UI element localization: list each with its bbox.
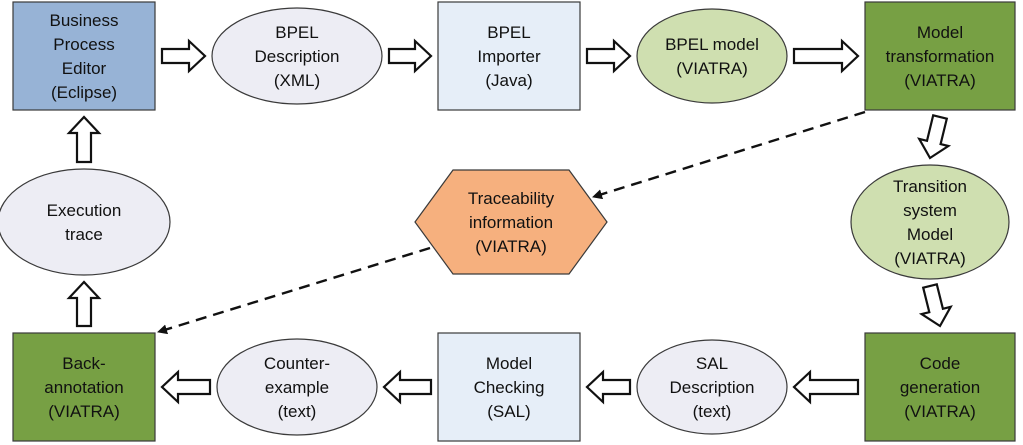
model-transformation-label-line: (VIATRA)	[904, 71, 975, 90]
node-code-generation: Code generation (VIATRA)	[864, 332, 1016, 442]
flow-arrow-model-checking-to-counter-example	[382, 369, 433, 405]
business-process-editor-box	[12, 1, 156, 111]
business-process-editor-label-line: Business	[50, 11, 119, 30]
transition-system-model-label-line: Transition	[893, 177, 967, 196]
bpel-model-label-line: BPEL model	[665, 35, 759, 54]
flow-arrow-transition-system-model-to-code-generation	[918, 282, 953, 328]
transition-system-model-label-line: (VIATRA)	[894, 249, 965, 268]
bpel-description-label-line: Description	[254, 47, 339, 66]
flow-arrow-sal-description-to-model-checking	[585, 369, 632, 405]
back-annotation-label-line: (VIATRA)	[48, 402, 119, 421]
model-transformation-label-line: transformation	[886, 47, 995, 66]
execution-trace-ellipse	[0, 168, 171, 276]
dashed-link-traceability-information-to-back-annotation	[157, 246, 431, 335]
execution-trace-label-line: Execution	[47, 201, 122, 220]
back-annotation-label-line: Back-	[62, 354, 105, 373]
node-model-transformation: Model transformation (VIATRA)	[864, 1, 1016, 111]
bpel-importer-label-line: BPEL	[487, 23, 530, 42]
bpel-importer-label-line: (Java)	[485, 71, 532, 90]
bpel-importer-label-line: Importer	[477, 47, 541, 66]
node-counter-example: Counter-example (text)	[216, 338, 378, 436]
bpel-model-label-line: (VIATRA)	[676, 59, 747, 78]
sal-description-label-line: SAL	[696, 354, 728, 373]
flow-arrow-bpel-description-to-bpel-importer	[387, 38, 433, 74]
model-checking-box	[437, 332, 581, 442]
code-generation-label-line: (VIATRA)	[904, 402, 975, 421]
execution-trace-label-line: trace	[65, 225, 103, 244]
node-bpel-description: BPEL Description (XML)	[211, 7, 383, 105]
traceability-information-label-line: (VIATRA)	[475, 237, 546, 256]
flow-arrow-bpel-model-to-model-transformation	[792, 38, 860, 74]
model-checking-label-line: Model	[486, 354, 532, 373]
business-process-editor-label-line: (Eclipse)	[51, 83, 117, 102]
flow-arrow-counter-example-to-back-annotation	[160, 369, 212, 405]
transition-system-model-ellipse	[850, 164, 1010, 280]
back-annotation-box	[12, 332, 156, 442]
traceability-information-label-line: Traceability	[468, 189, 555, 208]
back-annotation-label-line: annotation	[44, 378, 123, 397]
model-transformation-label-line: Model	[917, 23, 963, 42]
bpel-model-ellipse	[636, 8, 788, 104]
flow-arrow-business-process-editor-to-bpel-description	[160, 38, 207, 74]
bpel-importer-box	[437, 1, 581, 111]
business-process-editor-label-line: Editor	[62, 59, 107, 78]
transition-system-model-label-line: system	[903, 201, 957, 220]
node-sal-description: SAL Description (text)	[636, 339, 788, 435]
model-transformation-box	[864, 1, 1016, 111]
code-generation-box	[864, 332, 1016, 442]
sal-description-ellipse	[636, 339, 788, 435]
node-back-annotation: Back-annotation (VIATRA)	[12, 332, 156, 442]
node-execution-trace: Execution trace	[0, 168, 171, 276]
counter-example-ellipse	[216, 338, 378, 436]
node-bpel-model: BPEL model (VIATRA)	[636, 8, 788, 104]
flow-arrow-model-transformation-to-transition-system-model	[916, 113, 952, 160]
bpel-description-ellipse	[211, 7, 383, 105]
model-checking-label-line: (SAL)	[487, 402, 530, 421]
node-traceability-information: Traceability information (VIATRA)	[414, 169, 608, 275]
node-bpel-importer: BPEL Importer (Java)	[437, 1, 581, 111]
code-generation-label-line: generation	[900, 378, 980, 397]
flow-arrow-back-annotation-to-execution-trace	[66, 280, 102, 328]
transition-system-model-label-line: Model	[907, 225, 953, 244]
bpel-description-label-line: (XML)	[274, 71, 320, 90]
bpel-description-label-line: BPEL	[275, 23, 318, 42]
sal-description-label-line: (text)	[693, 402, 732, 421]
flow-arrow-bpel-importer-to-bpel-model	[585, 38, 632, 74]
counter-example-label-line: Counter-	[264, 354, 330, 373]
dashed-link-model-transformation-to-traceability-information	[592, 110, 866, 200]
flow-arrows-layer	[66, 38, 953, 405]
model-checking-label-line: Checking	[474, 378, 545, 397]
traceability-information-label-line: information	[469, 213, 553, 232]
traceability-information-hexagon	[414, 169, 608, 275]
business-process-editor-label-line: Process	[53, 35, 114, 54]
counter-example-label-line: (text)	[278, 402, 317, 421]
trace-links-layer	[157, 110, 866, 335]
counter-example-label-line: example	[265, 378, 329, 397]
flow-arrow-execution-trace-to-business-process-editor	[66, 115, 102, 164]
sal-description-label-line: Description	[669, 378, 754, 397]
flow-arrow-code-generation-to-sal-description	[792, 369, 860, 405]
code-generation-label-line: Code	[920, 354, 961, 373]
